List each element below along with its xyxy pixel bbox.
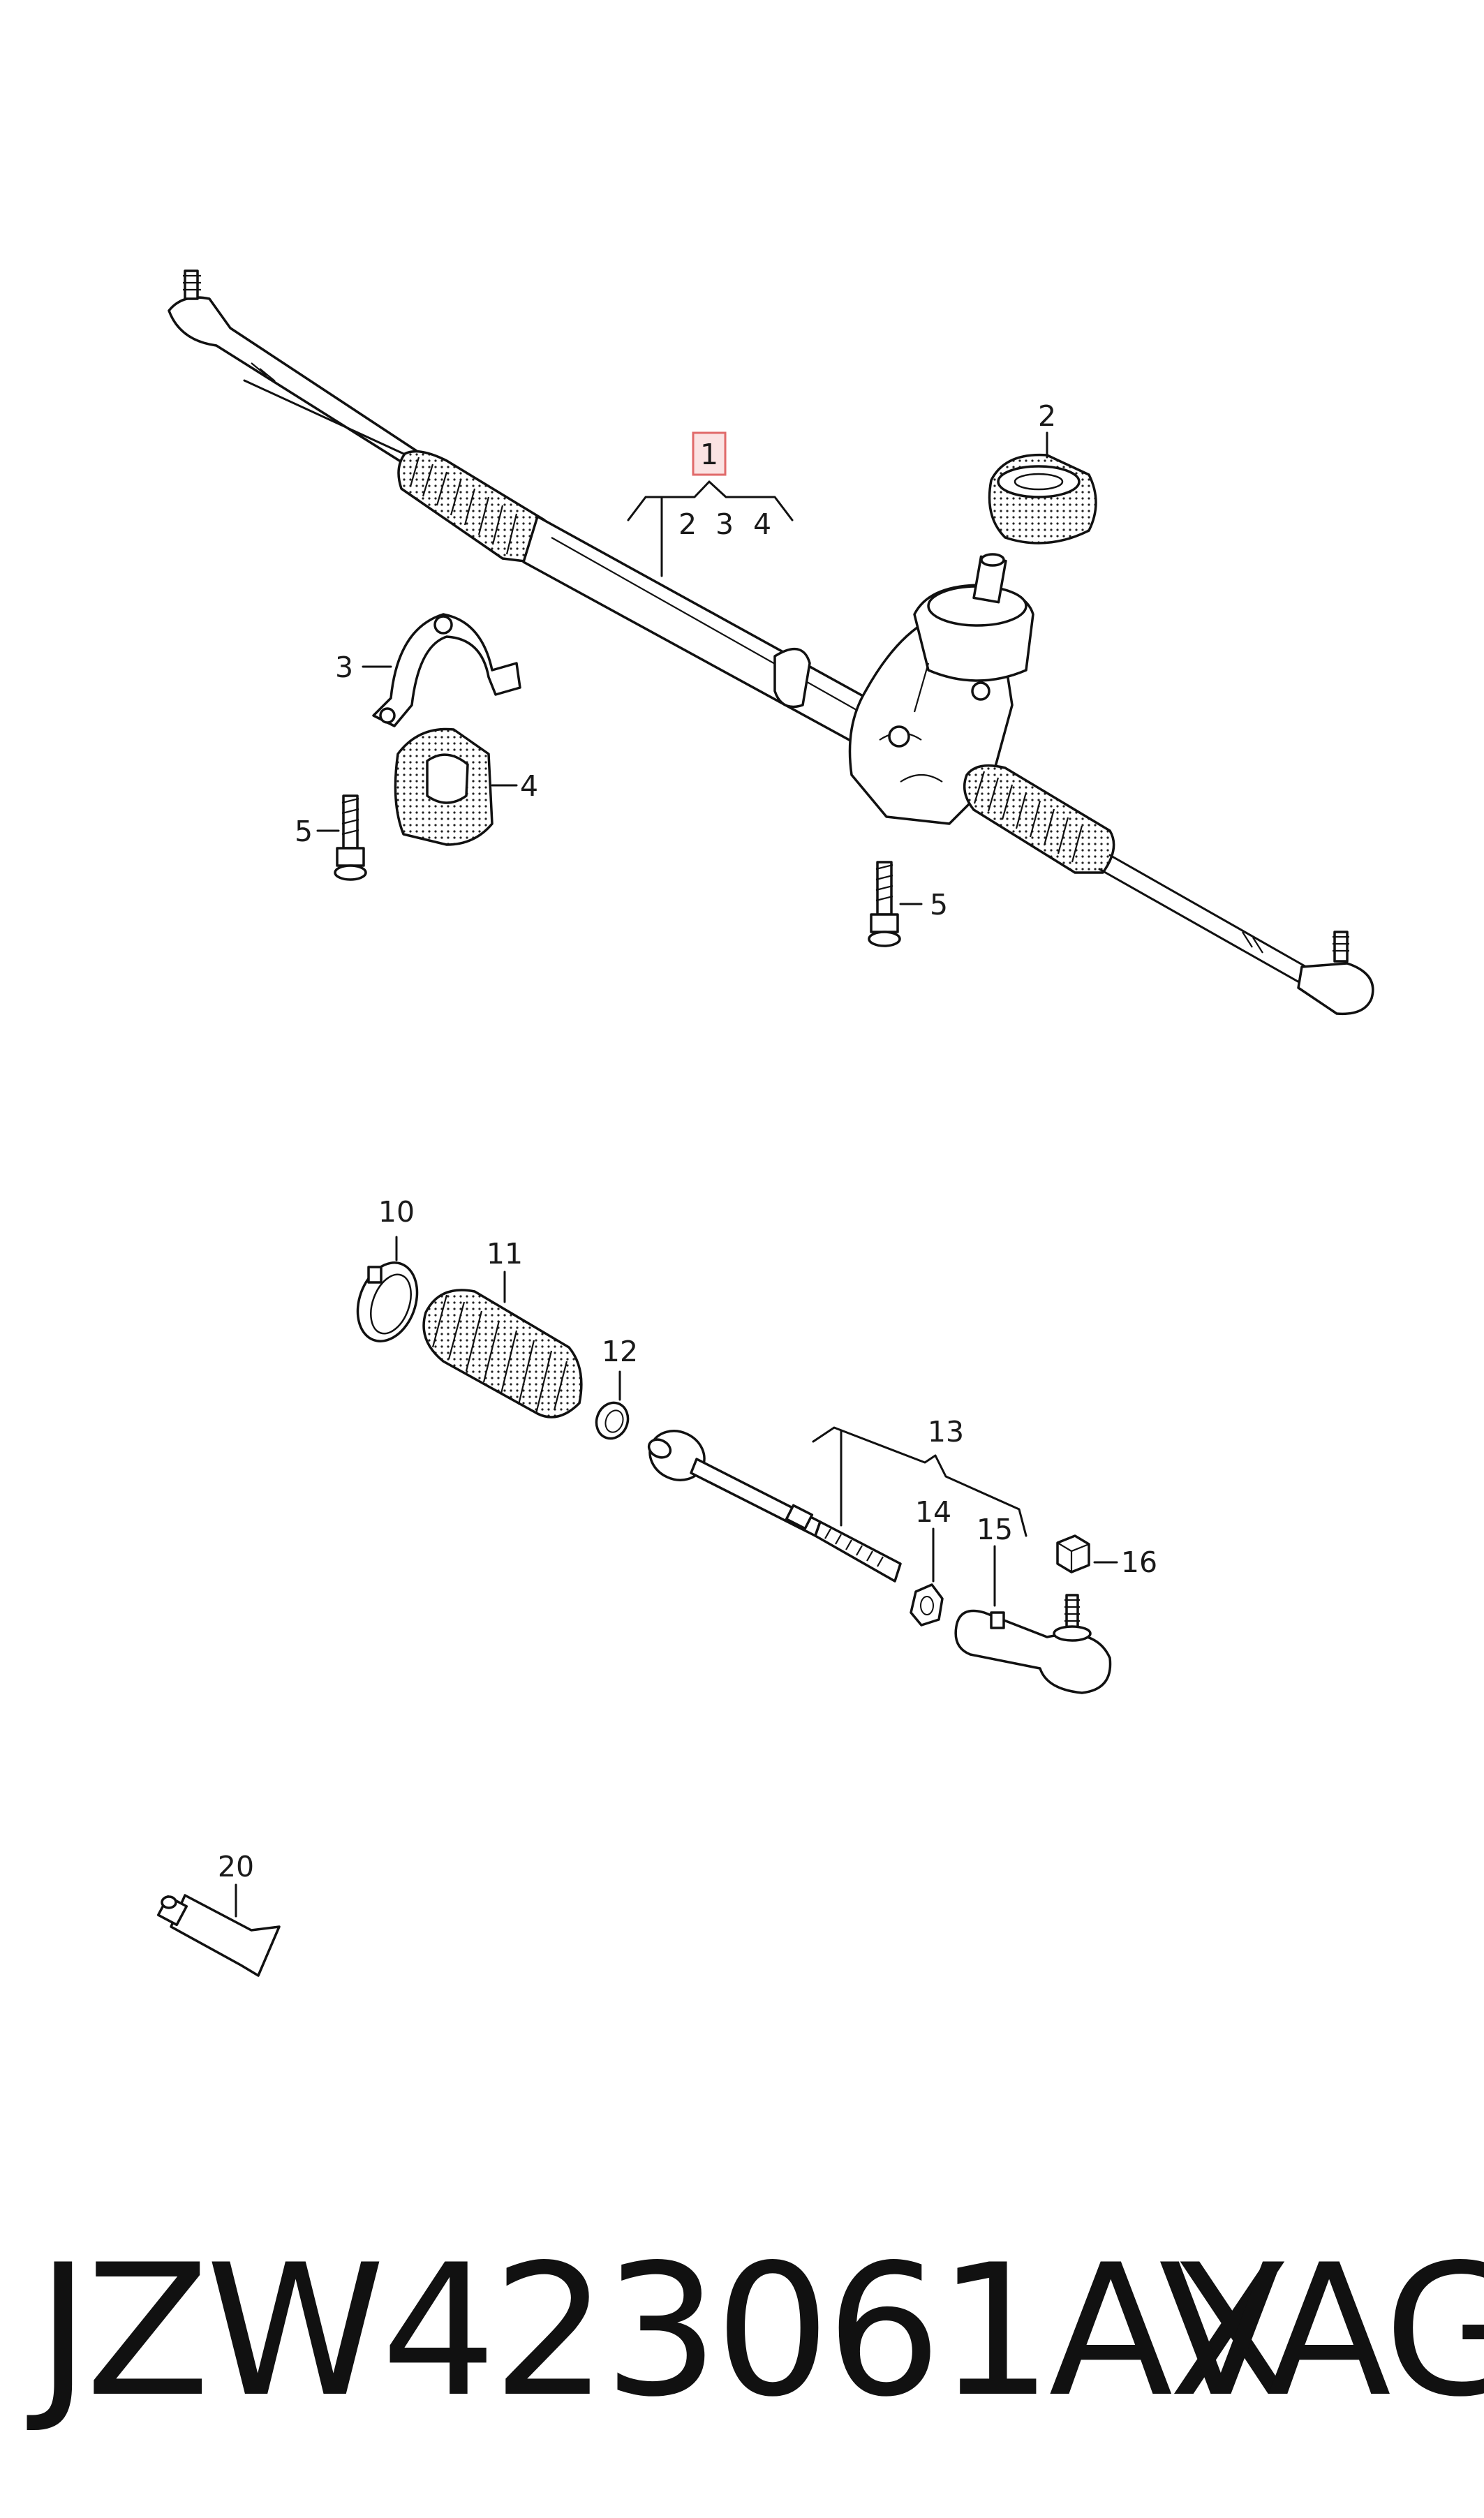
callout-label-bolt-left[interactable]: 5 bbox=[295, 815, 313, 848]
callout-label-2: 2 bbox=[678, 508, 697, 541]
boot-part bbox=[422, 1289, 583, 1419]
bush-part bbox=[988, 453, 1097, 545]
callout-label-nut[interactable]: 16 bbox=[1121, 1546, 1157, 1579]
tie-rod-end-part bbox=[954, 1594, 1112, 1694]
callout-label-boot[interactable]: 11 bbox=[487, 1237, 523, 1271]
mount-rubber-part bbox=[394, 727, 494, 846]
clamp-part bbox=[372, 613, 521, 727]
callout-rack-assembly[interactable]: 1 bbox=[692, 431, 727, 476]
callout-label-grease-tube[interactable]: 20 bbox=[218, 1850, 254, 1883]
clip-part bbox=[356, 1261, 419, 1342]
rack-bracket: 2 3 4 bbox=[627, 480, 794, 577]
part-number-text: JZW423061AX bbox=[36, 2226, 1293, 2437]
callout-label-1: 1 bbox=[700, 438, 718, 471]
bolt-left-part bbox=[334, 794, 367, 881]
callout-label-4: 4 bbox=[753, 508, 771, 541]
callout-label-lock-nut[interactable]: 14 bbox=[915, 1495, 951, 1529]
tie-rod-group-bracket bbox=[812, 1426, 1027, 1537]
steering-rack-illustration bbox=[168, 269, 1374, 1016]
callout-label-bolt-right[interactable]: 5 bbox=[930, 888, 948, 921]
bolt-right-part bbox=[868, 861, 901, 947]
callout-label-clip[interactable]: 10 bbox=[378, 1195, 415, 1229]
inner-tie-rod-part bbox=[647, 1430, 902, 1583]
callout-label-3: 3 bbox=[715, 508, 734, 541]
callout-label-small-clip[interactable]: 12 bbox=[602, 1335, 638, 1368]
grease-tube-part bbox=[156, 1894, 281, 1977]
small-clip-part bbox=[595, 1401, 630, 1440]
callout-label-tie-rod-end[interactable]: 15 bbox=[977, 1513, 1013, 1546]
callout-label-tie-rod-group[interactable]: 13 bbox=[928, 1415, 964, 1449]
nut-part bbox=[1056, 1534, 1090, 1573]
callout-label-mount[interactable]: 4 bbox=[520, 769, 538, 803]
brand-text: VAG bbox=[1159, 2226, 1484, 2437]
callout-label-clamp[interactable]: 3 bbox=[335, 651, 353, 684]
lock-nut-part bbox=[910, 1583, 944, 1627]
callout-label-bush[interactable]: 2 bbox=[1038, 399, 1056, 433]
